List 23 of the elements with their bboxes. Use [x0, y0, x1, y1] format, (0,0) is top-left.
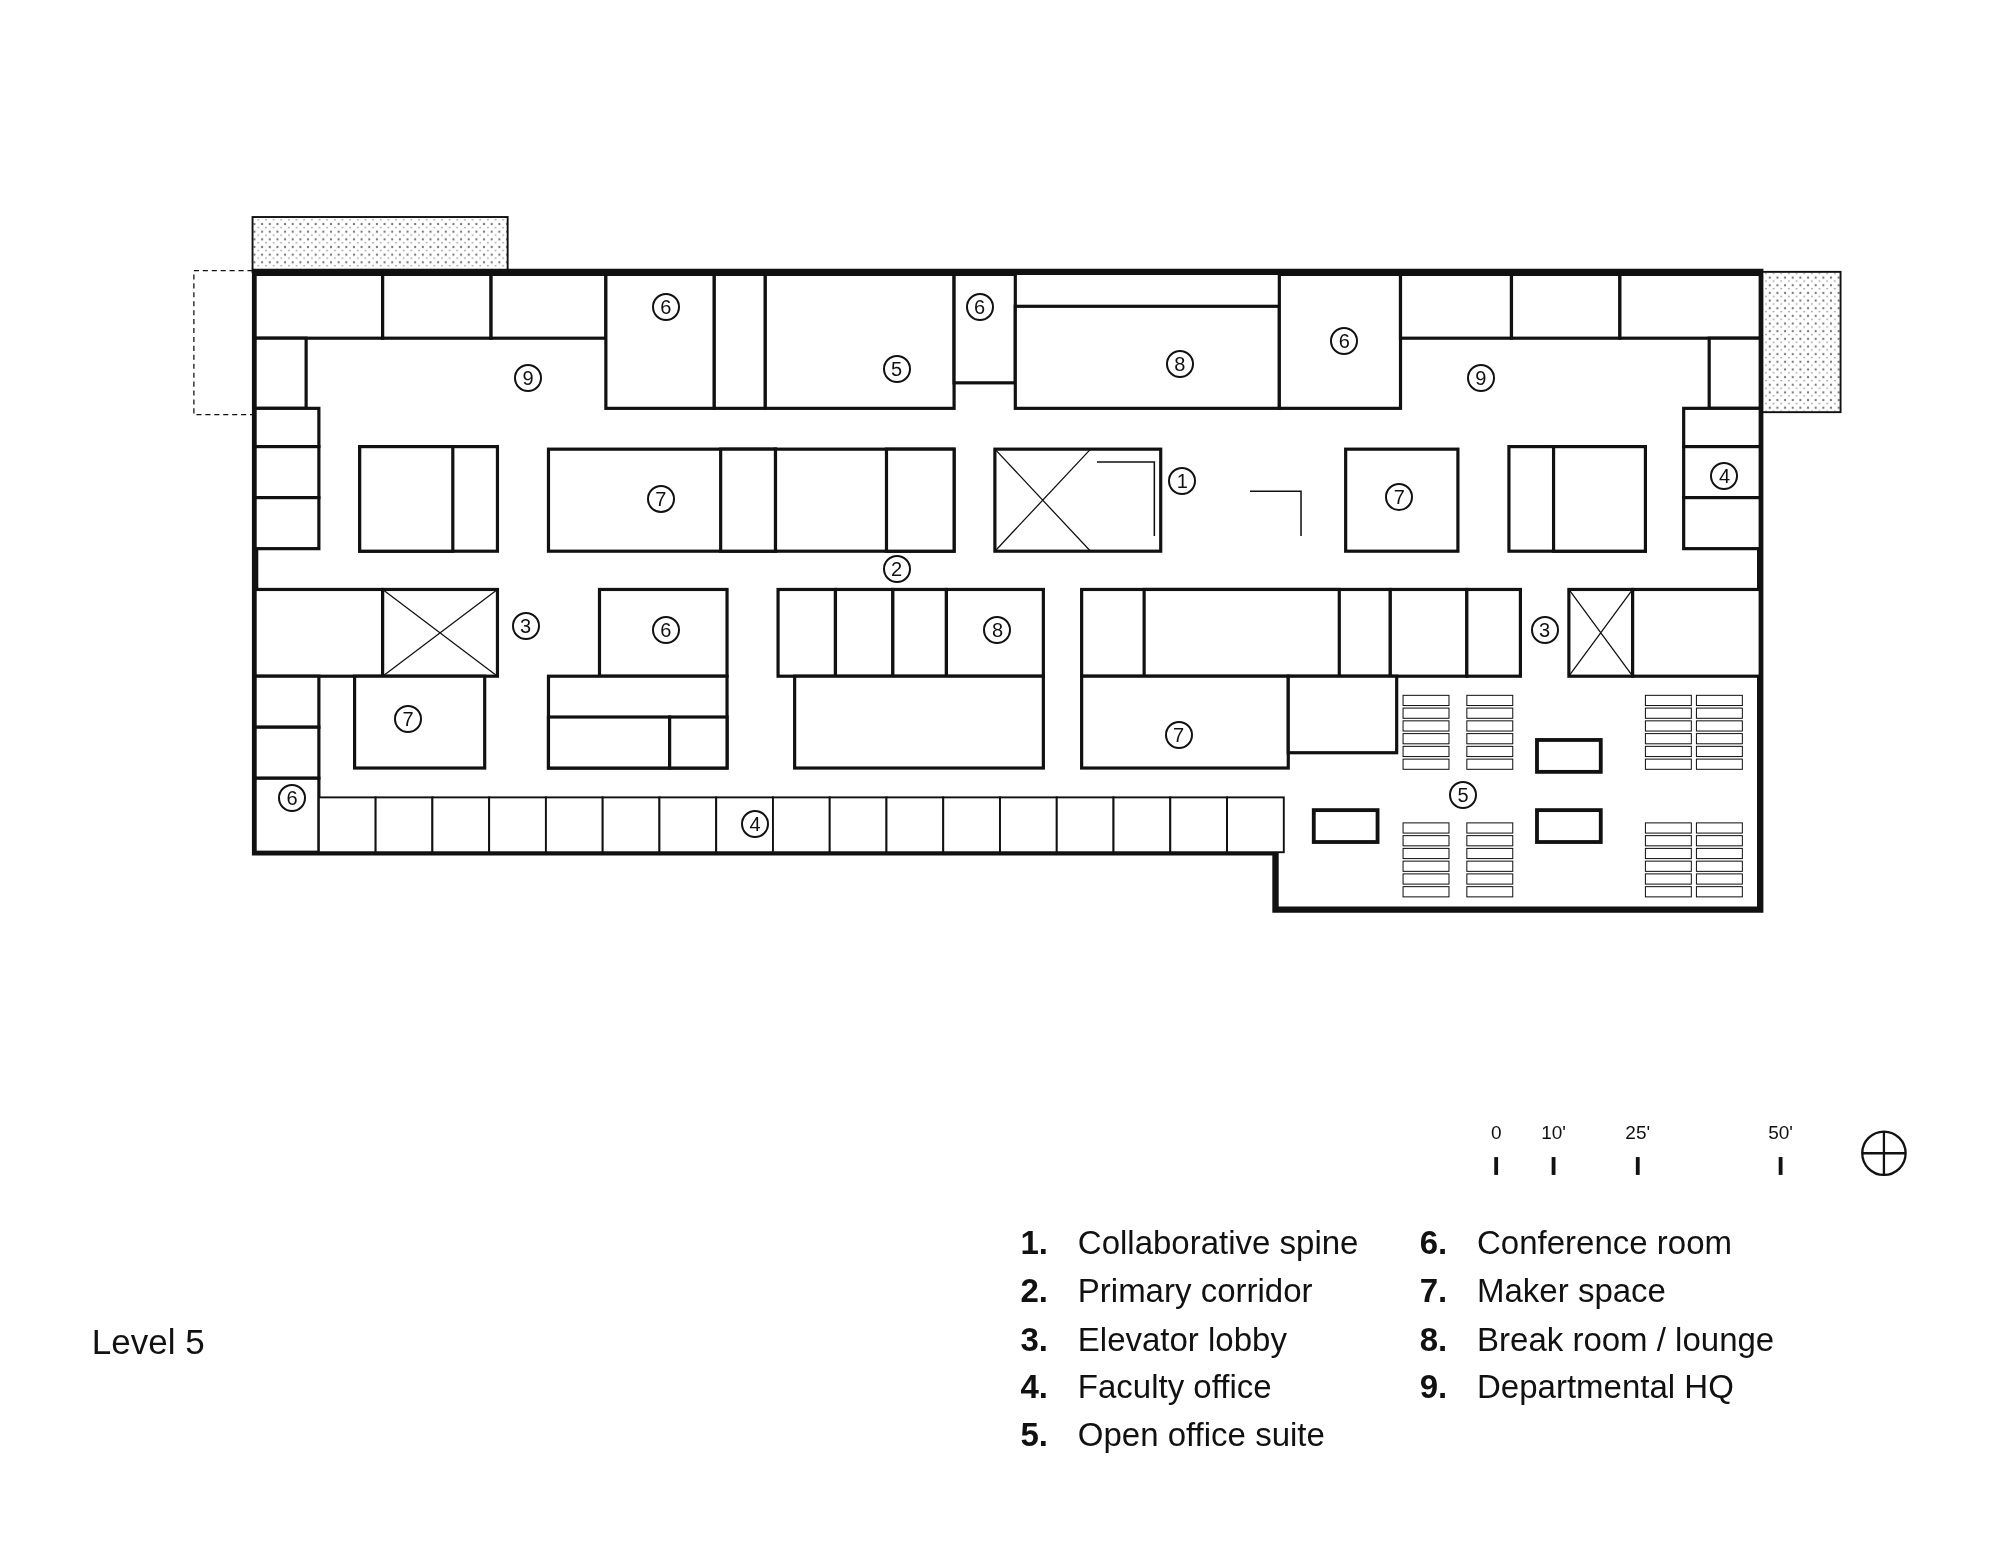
key-number: 1.	[1020, 1223, 1048, 1262]
key-number: 4.	[1020, 1367, 1048, 1406]
key-number: 8.	[1419, 1320, 1448, 1359]
key-text: Faculty office	[1077, 1367, 1272, 1406]
key-number: 7.	[1419, 1272, 1448, 1311]
plan-title: Level 5	[91, 1321, 205, 1362]
key-text: Primary corridor	[1077, 1272, 1313, 1311]
scale-label: 10'	[1541, 1122, 1566, 1145]
key-number: 5.	[1020, 1416, 1048, 1455]
key-text: Maker space	[1477, 1272, 1666, 1311]
key-text: Open office suite	[1077, 1416, 1325, 1455]
scale-label: 50'	[1768, 1122, 1793, 1145]
scale-label: 0	[1490, 1122, 1502, 1145]
key-number: 6.	[1419, 1223, 1448, 1262]
key-text: Break room / lounge	[1477, 1320, 1775, 1359]
scale-label: 25'	[1625, 1122, 1651, 1145]
key-text: Elevator lobby	[1077, 1320, 1287, 1359]
key-text: Collaborative spine	[1077, 1223, 1359, 1262]
key-number: 2.	[1020, 1272, 1048, 1311]
key-text: Conference room	[1477, 1223, 1732, 1262]
key-number: 9.	[1419, 1367, 1448, 1406]
key-text: Departmental HQ	[1477, 1367, 1734, 1406]
key-number: 3.	[1020, 1320, 1048, 1359]
